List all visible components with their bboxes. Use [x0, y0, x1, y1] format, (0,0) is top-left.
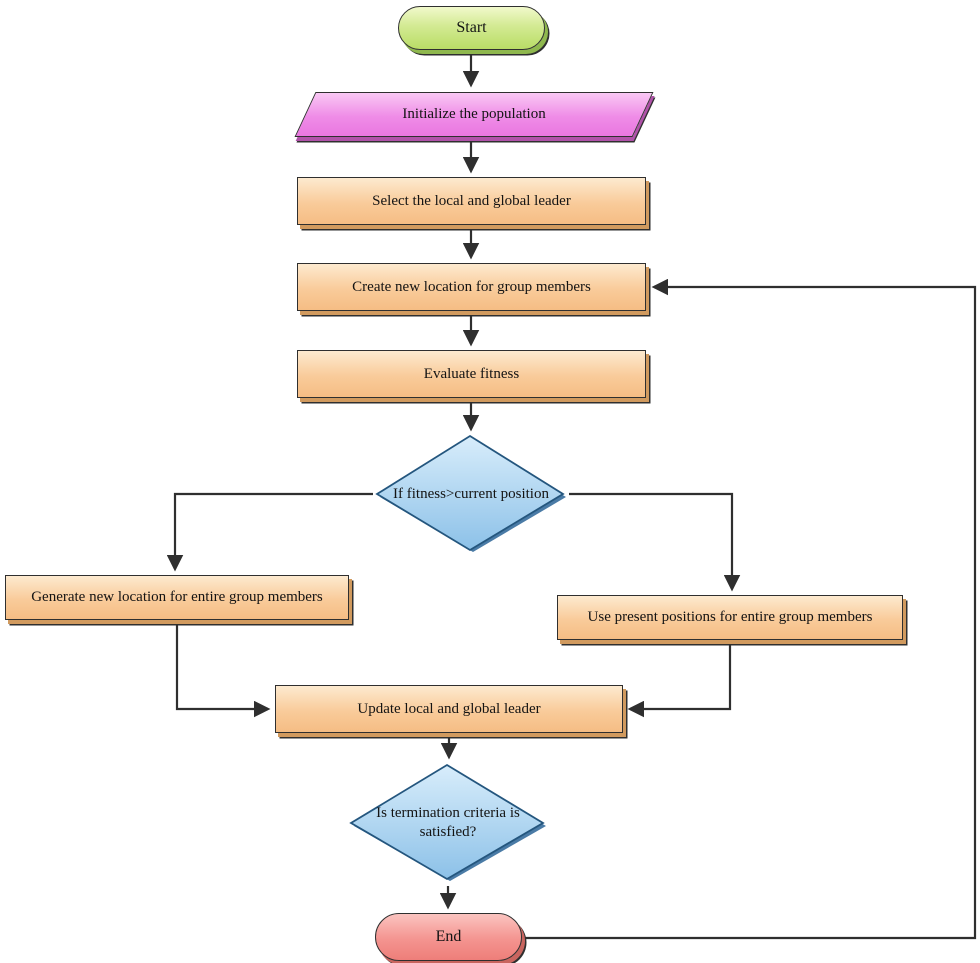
node-use-present-positions: Use present positions for entire group m…: [557, 595, 903, 640]
node-create-location: Create new location for group members: [297, 263, 646, 311]
node-update-leader-label: Update local and global leader: [357, 700, 541, 717]
diamond-face: [375, 434, 565, 552]
node-start: Start: [398, 6, 545, 50]
diamond-face: [349, 763, 545, 881]
fitness-decision-diamond-shape: [375, 434, 566, 552]
node-termination-decision: Is termination criteria is satisfied?: [347, 763, 549, 883]
node-generate-new-location: Generate new location for entire group m…: [5, 575, 349, 620]
node-generate-new-location-label: Generate new location for entire group m…: [31, 589, 323, 606]
node-termination-decision-label: Is termination criteria is satisfied?: [376, 805, 520, 840]
edge-decision-use-right: [569, 492, 741, 592]
termination-decision-diamond-shape: [349, 763, 546, 881]
node-evaluate-fitness: Evaluate fitness: [297, 350, 646, 398]
node-initialize-label: Initialize the population: [402, 106, 546, 123]
node-select-leader: Select the local and global leader: [297, 177, 646, 225]
node-select-leader-label: Select the local and global leader: [372, 192, 571, 209]
node-create-location-label: Create new location for group members: [352, 278, 591, 295]
edge-generate-update: [175, 623, 271, 718]
edge-decision-generate-left: [166, 492, 373, 572]
edge-loop-back-to-create: [524, 278, 977, 940]
node-end-label: End: [435, 928, 462, 945]
node-fitness-decision: If fitness>current position: [373, 434, 569, 554]
node-start-label: Start: [456, 19, 487, 36]
node-use-present-positions-label: Use present positions for entire group m…: [587, 609, 873, 626]
node-end: End: [375, 913, 522, 961]
edge-use-update: [627, 643, 732, 718]
node-initialize-population: Initialize the population: [294, 92, 654, 137]
node-fitness-decision-label: If fitness>current position: [393, 485, 549, 502]
node-update-leader: Update local and global leader: [275, 685, 623, 733]
node-evaluate-fitness-label: Evaluate fitness: [423, 365, 520, 382]
